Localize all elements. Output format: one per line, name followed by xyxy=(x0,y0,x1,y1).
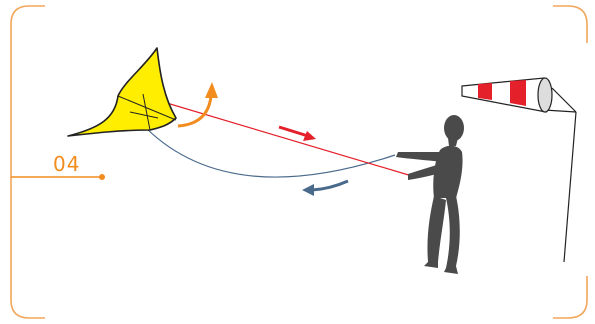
blue-curve-line xyxy=(146,128,395,177)
step-marker: 04 xyxy=(11,152,105,180)
blue-arrow-shaft xyxy=(312,181,348,190)
windsock-icon xyxy=(462,78,576,262)
arrow-left-icon xyxy=(302,181,348,196)
panel-frame xyxy=(11,6,587,318)
red-arrow-shaft xyxy=(279,127,308,136)
step-dot xyxy=(99,174,105,180)
blue-arrow-head xyxy=(302,184,314,196)
figure-neck xyxy=(448,138,458,146)
windsock-stripe-2 xyxy=(510,80,526,106)
figure-arm-upper xyxy=(396,152,444,162)
curved-arrow-up-icon xyxy=(178,82,218,126)
kite-sail xyxy=(68,48,176,136)
windsock-body xyxy=(462,78,546,112)
frame-top-left xyxy=(11,6,45,176)
windsock-pole xyxy=(564,112,576,262)
step-number: 04 xyxy=(53,152,80,176)
windsock-stripe-1 xyxy=(478,83,492,100)
windsock-mount xyxy=(552,88,576,112)
frame-top-right xyxy=(553,6,587,43)
frame-bottom-left xyxy=(11,176,45,318)
red-line xyxy=(150,98,412,176)
delta-kite-icon xyxy=(68,48,176,136)
frame-bottom-right xyxy=(553,276,587,318)
orange-arrow-head xyxy=(205,82,218,98)
windsock-mouth xyxy=(538,78,552,112)
figure-leg-right xyxy=(444,196,460,274)
figure-head xyxy=(444,115,464,141)
figure-leg-left xyxy=(424,196,446,268)
arrow-right-icon xyxy=(279,127,316,141)
kite-pilot-figure-icon xyxy=(396,115,464,274)
